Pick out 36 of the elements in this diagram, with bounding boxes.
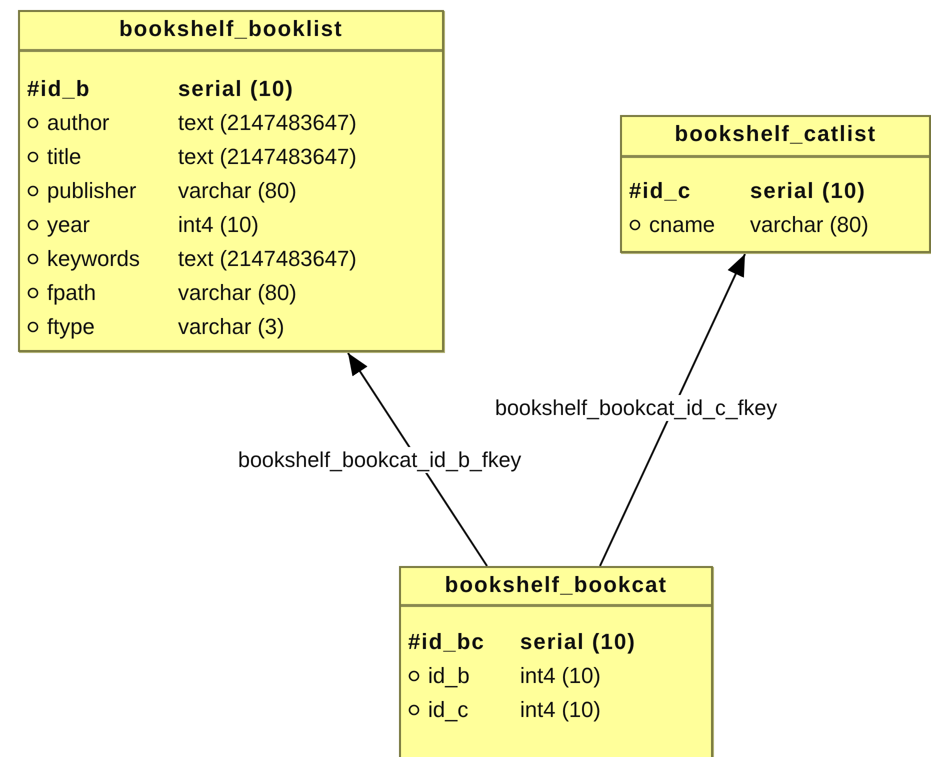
arrow bbox=[599, 254, 746, 566]
table-title: bookshelf_catlist bbox=[674, 121, 876, 146]
column-name: cname bbox=[649, 211, 716, 239]
data-type: serial (10) bbox=[178, 75, 294, 103]
data-type: serial (10) bbox=[520, 628, 636, 656]
column-name: #id_bc bbox=[408, 628, 485, 656]
data-type: varchar (3) bbox=[178, 313, 284, 341]
arrow bbox=[347, 352, 488, 567]
column-name: id_b bbox=[428, 662, 470, 690]
column-name: publisher bbox=[47, 177, 136, 205]
data-type: int4 (10) bbox=[520, 696, 601, 724]
data-type: int4 (10) bbox=[520, 662, 601, 690]
data-type: text (2147483647) bbox=[178, 245, 357, 273]
column-name: year bbox=[47, 211, 90, 239]
column-name: #id_b bbox=[27, 75, 90, 103]
column-name: ftype bbox=[47, 313, 95, 341]
table-title: bookshelf_bookcat bbox=[444, 572, 668, 597]
table-box bbox=[399, 566, 713, 757]
data-type: varchar (80) bbox=[750, 211, 869, 239]
table-box bbox=[620, 115, 931, 253]
edge-label: bookshelf_bookcat_id_b_fkey bbox=[237, 447, 522, 473]
data-type: int4 (10) bbox=[178, 211, 259, 239]
column-name: id_c bbox=[428, 696, 468, 724]
table-title: bookshelf_booklist bbox=[119, 16, 343, 41]
data-type: varchar (80) bbox=[178, 279, 297, 307]
column-name: #id_c bbox=[629, 177, 692, 205]
column-name: keywords bbox=[47, 245, 140, 273]
edge-label: bookshelf_bookcat_id_c_fkey bbox=[494, 395, 778, 421]
column-name: fpath bbox=[47, 279, 96, 307]
data-type: text (2147483647) bbox=[178, 143, 357, 171]
data-type: text (2147483647) bbox=[178, 109, 357, 137]
data-type: serial (10) bbox=[750, 177, 866, 205]
table-box bbox=[18, 10, 444, 352]
column-name: author bbox=[47, 109, 110, 137]
column-name: title bbox=[47, 143, 82, 171]
data-type: varchar (80) bbox=[178, 177, 297, 205]
